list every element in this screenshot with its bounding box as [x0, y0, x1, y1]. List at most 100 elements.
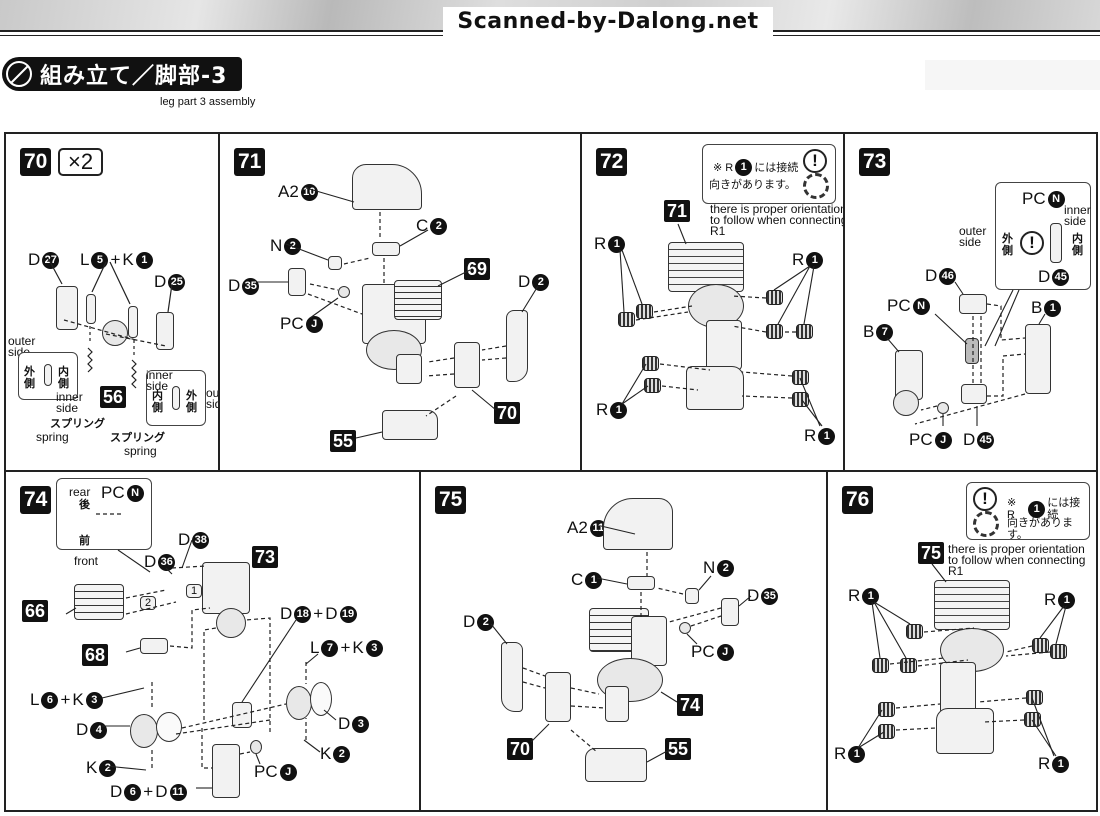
- spring-jp-label-2: スプリング: [110, 432, 165, 444]
- inner-side-note-2: inner side: [146, 368, 173, 393]
- jp-inner-label: 内側: [58, 366, 69, 390]
- part-d3-hub: [310, 682, 332, 716]
- scan-credit: Scanned-by-Dalong.net: [443, 7, 773, 37]
- jp-inner-label-2: 内側: [152, 390, 163, 414]
- rear-note: rear: [69, 485, 91, 499]
- ref-step-56: 56: [100, 386, 127, 408]
- part-a2-10-armor: [352, 164, 422, 210]
- step-number: 75: [435, 486, 467, 514]
- shin-block: [940, 662, 976, 714]
- part-d25-illustration: [156, 312, 174, 350]
- part-d35: [721, 598, 739, 626]
- sub-assembly-70: [454, 342, 480, 388]
- part-b1: [1025, 324, 1051, 394]
- spring-label-2: spring: [124, 444, 157, 458]
- outer-side-note: outer side: [959, 224, 987, 249]
- r1-cap: [642, 356, 659, 371]
- r1-cap: [1026, 690, 1043, 705]
- part-pcj: [679, 622, 691, 634]
- warning-exclamation-icon: !: [1020, 231, 1044, 255]
- jp-inner-label: 内側: [1072, 233, 1083, 257]
- part-a2-11-armor: [603, 498, 673, 550]
- inner-side-note: inner side: [1064, 203, 1091, 228]
- outer-side-note: outer side: [8, 334, 36, 359]
- sub-assembly-55-foot: [382, 410, 438, 440]
- r1-cap: [796, 324, 813, 339]
- sub-assembly-73: [202, 562, 250, 614]
- front-note: front: [74, 554, 99, 568]
- sub-assembly-68: [140, 638, 168, 654]
- step-number: 71: [234, 148, 266, 176]
- leg-assembly-body: [631, 616, 667, 666]
- r1-cap: [1024, 712, 1041, 727]
- warning-exclamation-icon: !: [973, 487, 997, 511]
- ref-step-74: 74: [677, 694, 704, 716]
- jp-outer-label: 外側: [1002, 233, 1013, 257]
- ref-step-73: 73: [252, 546, 279, 568]
- multiplier-badge: ×2: [58, 148, 104, 176]
- r1-cap: [618, 312, 635, 327]
- r1-cap-icon: [973, 511, 999, 537]
- part-d27-illustration: [56, 286, 78, 330]
- spring-label: spring: [36, 430, 69, 444]
- part-pcn: [965, 338, 979, 364]
- jp-outer-label-2: 外側: [186, 390, 197, 414]
- shock-absorber-left: [86, 294, 96, 324]
- section-title: 組み立て／脚部-3: [2, 57, 242, 91]
- part-d18-d19: [232, 702, 252, 728]
- rear-jp-label: 後: [79, 499, 90, 511]
- sub-assembly-66-fins: [74, 584, 124, 620]
- r1-cap: [906, 624, 923, 639]
- r1-cap: [792, 370, 809, 385]
- part-c1: [627, 576, 655, 590]
- part-b7-gear: [893, 390, 919, 416]
- outer-side-note-2: outer side: [206, 386, 220, 411]
- ref-step-75: 75: [918, 542, 945, 564]
- r1-cap: [766, 290, 783, 305]
- part-d3-wheel: [286, 686, 312, 720]
- orientation-part-left: [44, 364, 52, 386]
- callout-jp-line2: 向きがあります。: [1007, 517, 1073, 541]
- seq-box-1: 1: [186, 584, 202, 598]
- orientation-note: there is proper orientation to follow wh…: [710, 202, 845, 238]
- ref-step-55: 55: [665, 738, 692, 760]
- foot-block: [936, 708, 994, 754]
- jp-outer-label: 外側: [24, 366, 35, 390]
- step-number: 76: [842, 486, 874, 514]
- r1-cap: [766, 324, 783, 339]
- part-n2: [685, 588, 699, 604]
- ref-step-70: 70: [494, 402, 521, 424]
- gear-56: [102, 320, 128, 346]
- part-n2: [328, 256, 342, 270]
- shock-absorber-right: [128, 306, 138, 338]
- r1-cap: [878, 702, 895, 717]
- ref-step-70: 70: [507, 738, 534, 760]
- part-pcj: [250, 740, 262, 754]
- r1-cap: [1032, 638, 1049, 653]
